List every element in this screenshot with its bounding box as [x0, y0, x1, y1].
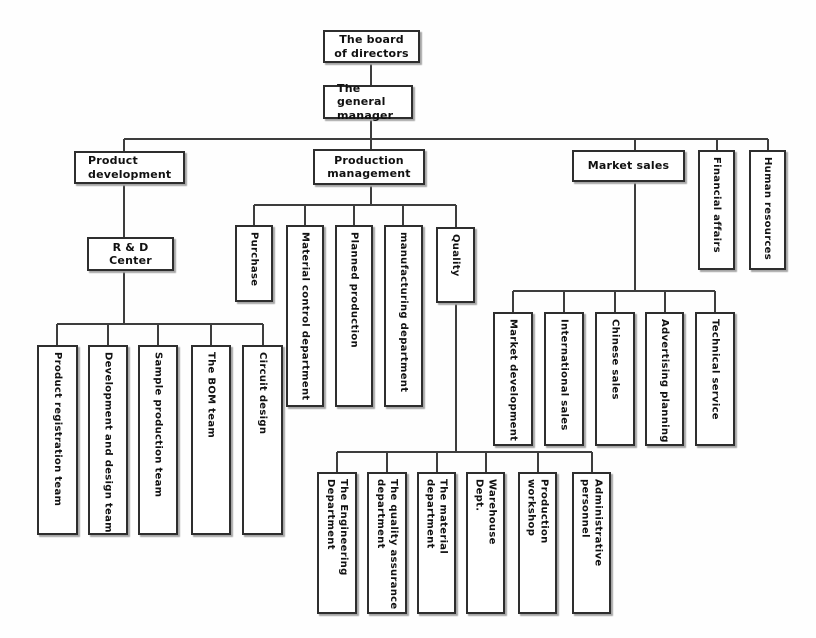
node-product-registration-team-label: Product registration team	[52, 352, 63, 507]
node-warehouse-dept-label: Warehouse Dept.	[473, 479, 498, 545]
node-planned-production: Planned production	[335, 225, 373, 407]
node-engineering-department: The Engineering Department	[317, 472, 357, 614]
node-production-workshop-label: Production workshop	[525, 479, 550, 544]
node-development-design-team: Development and design team	[88, 345, 128, 535]
node-advertising-planning: Advertising planning	[645, 312, 684, 446]
node-quality-assurance-department: The quality assurance department	[367, 472, 407, 614]
node-manufacturing-department-label: manufacturing department	[398, 232, 409, 393]
node-circuit-design: Circuit design	[242, 345, 283, 535]
node-international-sales-label: International sales	[558, 319, 570, 431]
node-advertising-planning-label: Advertising planning	[659, 319, 670, 443]
node-quality-label: Quality	[450, 234, 461, 277]
node-manufacturing-department: manufacturing department	[384, 225, 423, 407]
node-quality: Quality	[436, 227, 475, 303]
node-board-of-directors: The board of directors	[323, 30, 420, 63]
connector-main-drops	[123, 139, 769, 151]
node-product-registration-team: Product registration team	[37, 345, 78, 535]
node-product-development: Product development	[74, 151, 185, 184]
node-human-resources-label: Human resources	[762, 157, 773, 261]
node-quality-assurance-department-label: The quality assurance department	[375, 479, 399, 610]
connector-prodmgmt-children	[253, 185, 457, 227]
connector-marketsales-children	[512, 182, 716, 312]
node-production-management: Production management	[313, 149, 425, 185]
node-general-manager-label: The general manager	[337, 81, 394, 122]
node-purchase-label: Purchase	[248, 232, 260, 287]
node-general-manager: The general manager	[323, 81, 413, 122]
node-engineering-department-label: The Engineering Department	[325, 479, 349, 576]
node-rd-center-label: R & D Center	[109, 240, 152, 267]
node-production-management-label: Production management	[327, 153, 411, 180]
node-human-resources: Human resources	[749, 150, 786, 270]
node-market-sales: Market sales	[572, 150, 685, 182]
node-purchase: Purchase	[235, 225, 273, 302]
node-international-sales: International sales	[544, 312, 584, 446]
node-rd-center: R & D Center	[87, 237, 174, 271]
node-technical-service-label: Technical service	[709, 319, 721, 420]
node-market-development-label: Market development	[507, 319, 519, 442]
node-material-department: The material department	[417, 472, 456, 614]
node-material-control-department-label: Material control department	[299, 232, 311, 401]
node-board-of-directors-label: The board of directors	[334, 33, 409, 60]
node-financial-affairs: Financial affairs	[698, 150, 735, 270]
node-material-control-department: Material control department	[286, 225, 324, 407]
node-production-workshop: Production workshop	[518, 472, 557, 614]
node-chinese-sales: Chinese sales	[595, 312, 635, 446]
node-sample-production-team-label: Sample production team	[152, 352, 164, 498]
node-sample-production-team: Sample production team	[138, 345, 178, 535]
node-market-sales-label: Market sales	[587, 159, 670, 173]
connector-quality-children	[336, 303, 593, 472]
node-circuit-design-label: Circuit design	[257, 352, 268, 435]
node-bom-team: The BOM team	[191, 345, 231, 535]
node-administrative-personnel-label: Administrative personnel	[579, 479, 604, 567]
node-administrative-personnel: Administrative personnel	[572, 472, 611, 614]
node-market-development: Market development	[493, 312, 533, 446]
node-chinese-sales-label: Chinese sales	[609, 319, 621, 400]
connector-rd-children	[56, 271, 264, 345]
node-development-design-team-label: Development and design team	[102, 352, 114, 533]
node-planned-production-label: Planned production	[348, 232, 360, 348]
node-material-department-label: The material department	[424, 479, 449, 555]
node-financial-affairs-label: Financial affairs	[711, 157, 722, 253]
node-bom-team-label: The BOM team	[205, 352, 217, 439]
node-product-development-label: Product development	[88, 154, 172, 181]
node-warehouse-dept: Warehouse Dept.	[466, 472, 505, 614]
node-technical-service: Technical service	[695, 312, 735, 446]
